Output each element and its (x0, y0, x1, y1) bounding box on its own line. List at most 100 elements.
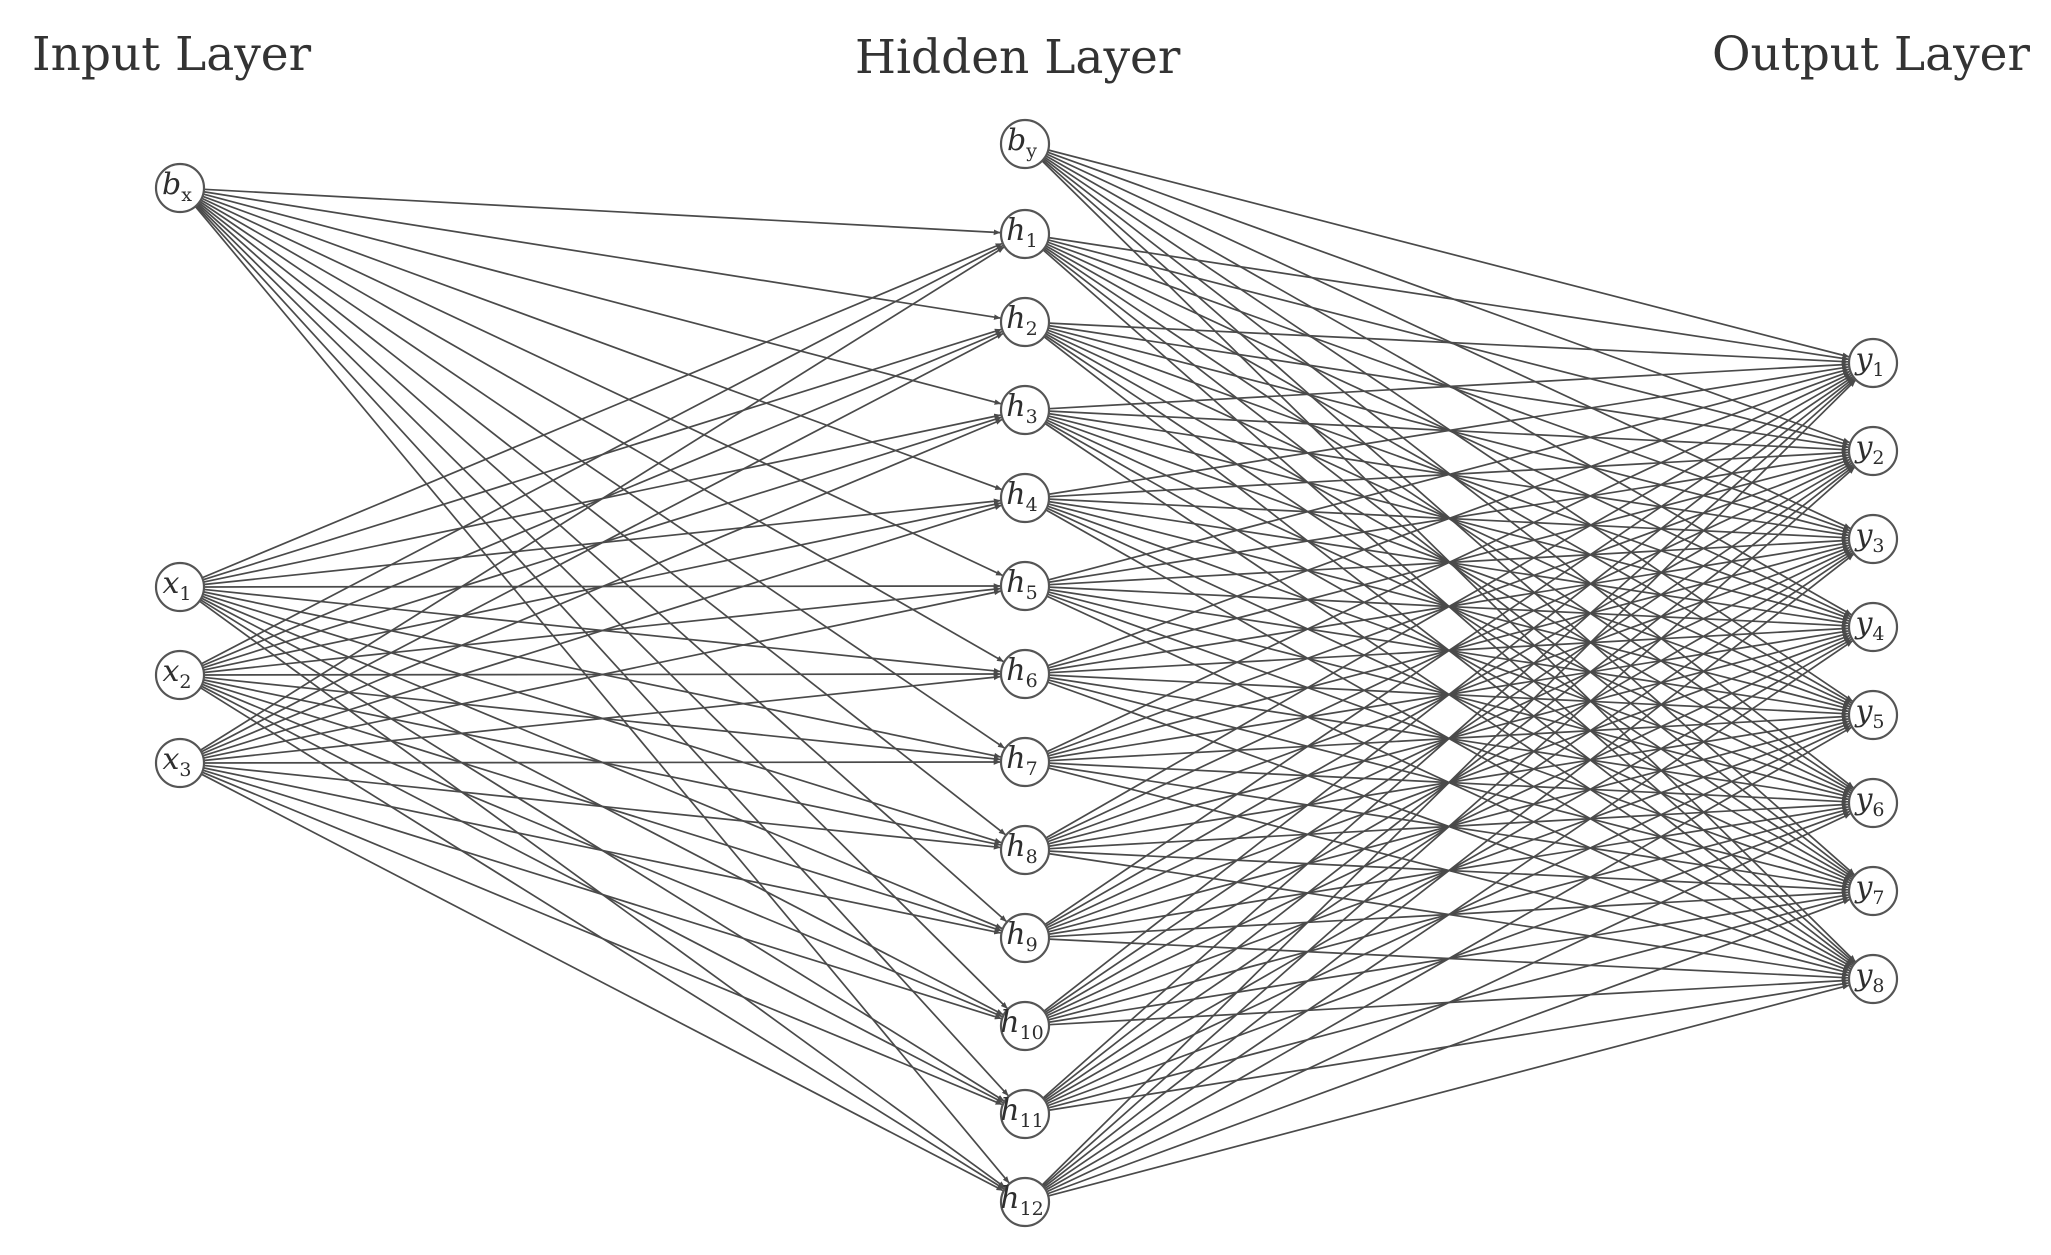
node-input-3-label-base: x (162, 742, 179, 777)
node-hidden-5-label: h5 (1006, 565, 1037, 604)
edge-node-input-3-to-node-hidden-5 (203, 589, 1002, 759)
node-bias-input-circle (154, 162, 206, 214)
node-output-4-label-sub: 4 (1872, 623, 1884, 645)
node-output-3-label: y3 (1853, 518, 1884, 557)
node-hidden-3-circle (999, 384, 1051, 436)
node-hidden-9-label-base: h (1006, 917, 1025, 952)
node-output-4-label-base: y (1853, 606, 1873, 641)
edge-node-hidden-12-to-node-output-5 (1045, 726, 1852, 1191)
edge-node-input-3-to-node-hidden-11 (201, 771, 1003, 1106)
edge-node-hidden-12-to-node-output-7 (1047, 898, 1851, 1195)
node-hidden-5-label-base: h (1006, 565, 1025, 600)
edge-node-input-3-to-node-hidden-9 (203, 767, 1002, 935)
node-output-5-label: y5 (1853, 694, 1884, 733)
network-nodes: bxx1x2x3byh1h2h3h4h5h6h7h8h9h10h11h12y1y… (154, 118, 1899, 1228)
input-layer-title: Input Layer (32, 27, 312, 82)
node-hidden-9: h9 (999, 912, 1051, 964)
node-hidden-3: h3 (999, 384, 1051, 436)
node-output-1: y1 (1847, 337, 1899, 389)
edge-node-bias-input-to-node-hidden-9 (197, 203, 1007, 923)
node-input-2: x2 (154, 649, 206, 701)
edge-node-input-3-to-node-hidden-1 (199, 246, 1005, 751)
edge-node-hidden-12-to-node-output-3 (1043, 553, 1854, 1188)
node-hidden-5-label-sub: 5 (1026, 582, 1038, 604)
edge-node-hidden-12-to-node-output-1 (1041, 379, 1856, 1186)
node-bias-hidden: by (999, 118, 1051, 170)
output-layer-title: Output Layer (1712, 27, 2030, 82)
edge-node-input-3-to-node-hidden-6 (203, 674, 1001, 762)
node-hidden-10-label: h10 (1000, 1005, 1044, 1044)
edge-node-hidden-2-to-node-output-1 (1048, 322, 1849, 365)
edge-node-bias-input-to-node-hidden-1 (203, 188, 1001, 236)
node-bias-input-label-sub: x (181, 184, 192, 206)
node-bias-input: bx (154, 162, 206, 214)
node-hidden-11: h11 (999, 1088, 1051, 1140)
node-hidden-8-circle (999, 824, 1051, 876)
node-input-2-label-base: x (162, 654, 179, 689)
node-output-6-label-sub: 6 (1872, 799, 1884, 821)
node-hidden-12-label-sub: 12 (1020, 1198, 1044, 1220)
node-hidden-11-label-sub: 11 (1020, 1110, 1044, 1132)
node-hidden-5: h5 (999, 560, 1051, 612)
node-input-2-label: x2 (162, 654, 191, 693)
edge-node-bias-input-to-node-hidden-6 (200, 199, 1004, 663)
node-output-5-circle (1847, 689, 1899, 741)
node-output-4-circle (1847, 601, 1899, 653)
node-input-3-circle (154, 737, 206, 789)
node-bias-hidden-label-base: b (1007, 123, 1026, 158)
node-hidden-4-label-base: h (1006, 477, 1025, 512)
node-bias-hidden-circle (999, 118, 1051, 170)
edge-node-hidden-10-to-node-output-1 (1043, 377, 1854, 1012)
node-hidden-2-circle (999, 296, 1051, 348)
node-output-6-label: y6 (1853, 782, 1884, 821)
edge-node-input-3-to-node-hidden-2 (200, 332, 1004, 753)
node-hidden-5-circle (999, 560, 1051, 612)
node-output-8-label-sub: 8 (1872, 975, 1884, 997)
node-hidden-12-label: h12 (1000, 1181, 1044, 1220)
edge-node-bias-input-to-node-hidden-8 (198, 202, 1006, 836)
node-input-1-circle (154, 561, 206, 613)
node-hidden-8: h8 (999, 824, 1051, 876)
edge-node-hidden-12-to-node-output-4 (1044, 640, 1853, 1190)
node-hidden-2-label-base: h (1006, 301, 1025, 336)
node-output-3-circle (1847, 513, 1899, 565)
node-output-2-label-sub: 2 (1872, 447, 1884, 469)
node-input-3-label: x3 (162, 742, 191, 781)
edge-node-hidden-3-to-node-output-1 (1048, 361, 1849, 410)
node-output-2-label-base: y (1853, 430, 1873, 465)
node-output-3-label-sub: 3 (1872, 535, 1884, 557)
hidden-layer-title: Hidden Layer (855, 30, 1181, 85)
node-output-3-label-base: y (1853, 518, 1873, 553)
node-output-1-circle (1847, 337, 1899, 389)
node-output-8-circle (1847, 953, 1899, 1005)
node-hidden-4-label-sub: 4 (1026, 494, 1038, 516)
node-input-1-label-sub: 1 (179, 583, 191, 605)
node-hidden-12: h12 (999, 1176, 1051, 1228)
node-output-8: y8 (1847, 953, 1899, 1005)
node-output-7-label-sub: 7 (1872, 887, 1884, 909)
node-output-4: y4 (1847, 601, 1899, 653)
node-hidden-6-label: h6 (1006, 653, 1037, 692)
edge-node-input-3-to-node-hidden-7 (203, 759, 1001, 765)
node-output-5-label-base: y (1853, 694, 1873, 729)
node-input-1-label-base: x (162, 566, 179, 601)
node-hidden-3-label: h3 (1006, 389, 1037, 428)
edge-node-bias-input-to-node-hidden-4 (202, 195, 1003, 491)
node-output-1-label-sub: 1 (1872, 359, 1884, 381)
node-input-1: x1 (154, 561, 206, 613)
edge-node-input-3-to-node-hidden-12 (200, 773, 1004, 1192)
edge-node-hidden-9-to-node-output-1 (1044, 376, 1853, 926)
connection-edges (194, 149, 1856, 1197)
edge-node-hidden-12-to-node-output-6 (1046, 812, 1852, 1193)
node-bias-hidden-label-sub: y (1025, 140, 1037, 162)
node-output-6: y6 (1847, 777, 1899, 829)
node-output-5-label-sub: 5 (1872, 711, 1884, 733)
node-output-7-label: y7 (1853, 870, 1884, 909)
node-hidden-8-label-base: h (1006, 829, 1025, 864)
node-output-7: y7 (1847, 865, 1899, 917)
node-hidden-4-circle (999, 472, 1051, 524)
edge-node-bias-input-to-node-hidden-10 (196, 204, 1008, 1009)
edge-node-bias-input-to-node-hidden-12 (194, 205, 1010, 1184)
node-hidden-7: h7 (999, 736, 1051, 788)
